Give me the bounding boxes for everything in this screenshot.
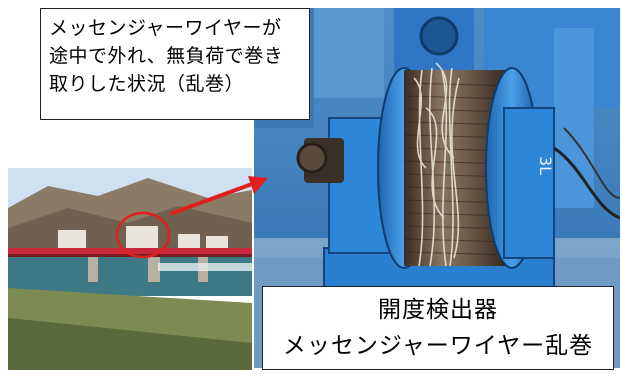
equipment-subtitle: メッセンジャーワイヤー乱巻 bbox=[282, 333, 594, 359]
location-marker-circle bbox=[115, 211, 171, 259]
status-callout: メッセンジャーワイヤーが 途中で外れ、無負荷で巻き 取りした状況（乱巻） bbox=[40, 8, 310, 120]
bridge bbox=[8, 248, 252, 254]
equipment-label: 開度検出器 メッセンジャーワイヤー乱巻 bbox=[262, 286, 614, 370]
gate-house bbox=[126, 226, 158, 248]
right-bearing-pedestal bbox=[503, 107, 555, 259]
callout-line-3: 取りした状況（乱巻） bbox=[49, 73, 245, 95]
equipment-title: 開度検出器 bbox=[378, 297, 498, 323]
callout-line-1: メッセンジャーワイヤーが bbox=[49, 17, 282, 39]
callout-line-2: 途中で外れ、無負荷で巻き bbox=[49, 45, 284, 67]
equipment-marking: 3L bbox=[536, 156, 555, 175]
tangled-wire bbox=[413, 62, 460, 267]
dam-overview-photo bbox=[8, 168, 252, 370]
